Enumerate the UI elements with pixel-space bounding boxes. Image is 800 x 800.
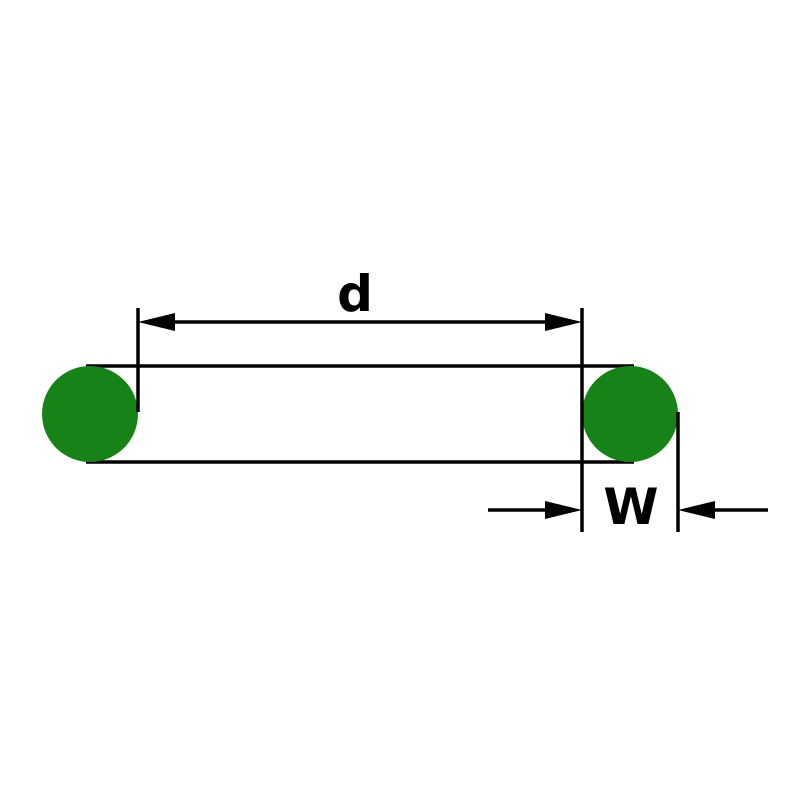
d-right-arrowhead (545, 313, 582, 331)
d-left-arrowhead (138, 313, 175, 331)
inner-diameter-dimension: d (136, 265, 584, 532)
cross-section-width-label: W (603, 478, 658, 536)
right-cross-section-circle (582, 366, 678, 462)
left-cross-section-circle (42, 366, 138, 462)
cross-section-width-dimension: W (488, 412, 768, 536)
w-left-arrowhead (545, 501, 582, 519)
w-right-arrowhead (678, 501, 715, 519)
inner-diameter-label: d (337, 265, 373, 323)
